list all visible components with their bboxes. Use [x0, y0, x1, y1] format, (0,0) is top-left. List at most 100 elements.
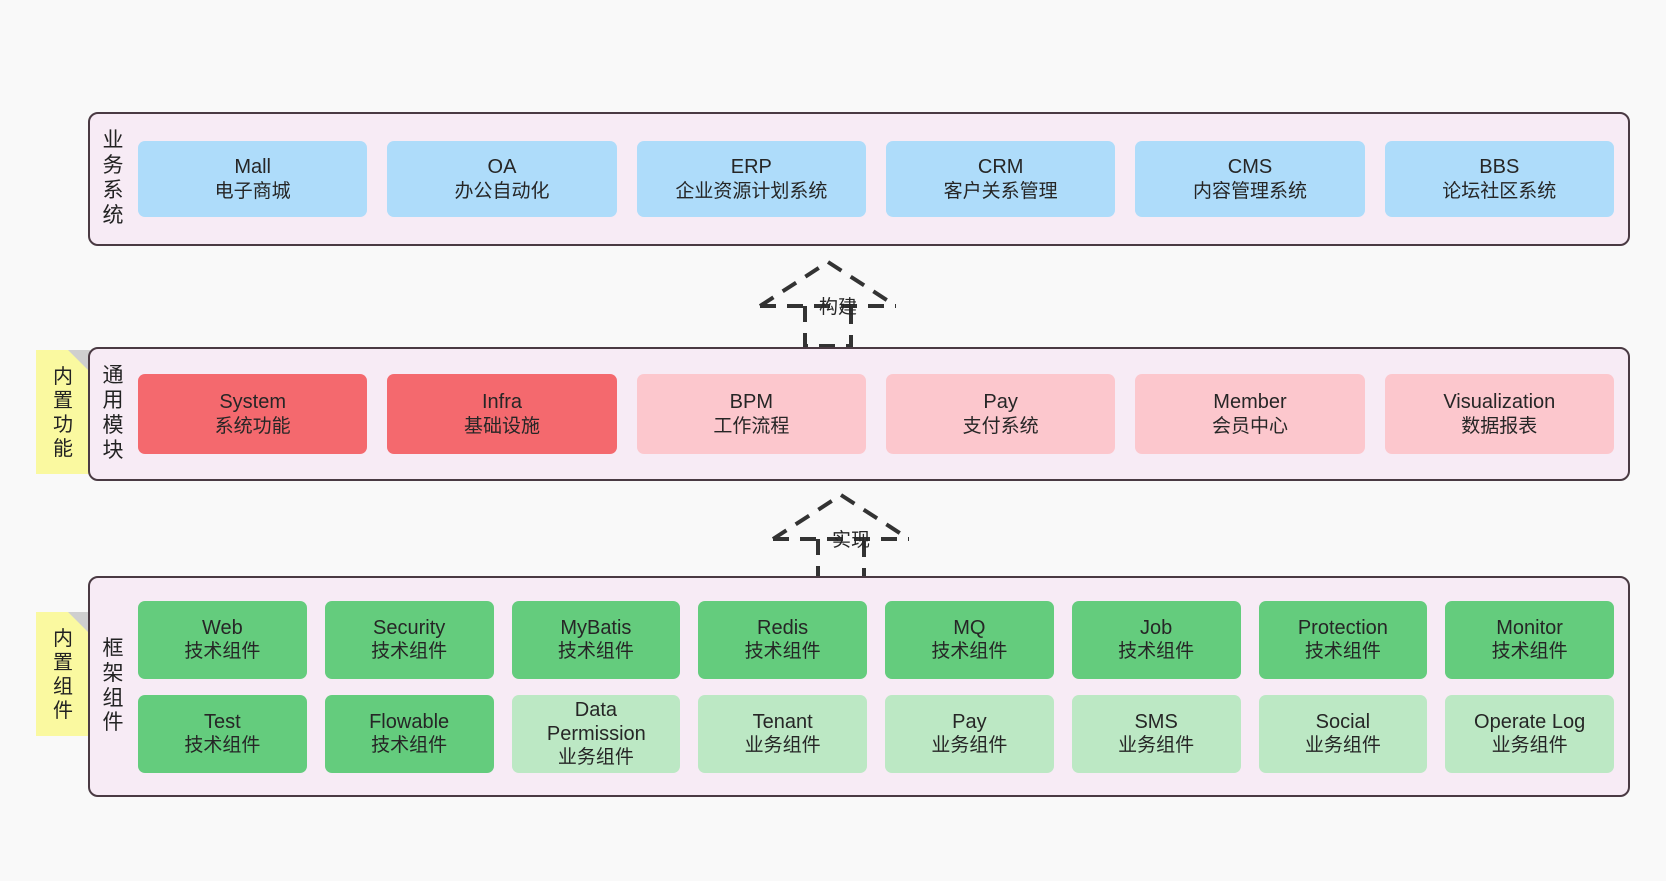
layer-title-char: 框 — [102, 636, 124, 660]
module-card-mall[interactable]: Mall 电子商城 — [138, 141, 368, 217]
card-subtitle: 业务组件 — [557, 747, 634, 769]
card-subtitle: 业务组件 — [1304, 735, 1381, 757]
module-card-bpm[interactable]: BPM 工作流程 — [636, 374, 866, 454]
module-card-system[interactable]: System 系统功能 — [138, 374, 368, 454]
layer-row: Test 技术组件 Flowable 技术组件 Data Permission … — [138, 694, 1614, 773]
layer-body-framework-component: Web 技术组件 Security 技术组件 MyBatis 技术组件 Redi… — [136, 578, 1628, 795]
layer-title-char: 用 — [102, 389, 124, 413]
card-subtitle: 业务组件 — [1491, 735, 1568, 757]
component-card-mq[interactable]: MQ 技术组件 — [885, 600, 1054, 679]
sticky-char: 置 — [53, 390, 73, 412]
card-subtitle: 业务组件 — [931, 735, 1008, 757]
component-card-pay[interactable]: Pay 业务组件 — [885, 694, 1054, 773]
card-subtitle: 技术组件 — [931, 641, 1008, 663]
card-subtitle: 会员中心 — [1211, 415, 1288, 437]
component-card-protection[interactable]: Protection 技术组件 — [1258, 600, 1428, 679]
module-card-infra[interactable]: Infra 基础设施 — [387, 374, 617, 454]
component-card-data-permission[interactable]: Data Permission 业务组件 — [511, 694, 681, 773]
card-subtitle: 技术组件 — [184, 641, 261, 663]
component-card-sms[interactable]: SMS 业务组件 — [1071, 694, 1241, 773]
layer-title-char: 业 — [102, 129, 124, 153]
layer-title-framework-component: 框 架 组 件 — [90, 578, 136, 795]
layer-common-module: 通 用 模 块 System 系统功能 Infra 基础设施 BPM 工作流程 — [88, 347, 1630, 481]
connector-build-arrow — [758, 258, 898, 348]
sticky-char: 件 — [53, 700, 73, 722]
module-card-visualization[interactable]: Visualization 数据报表 — [1384, 374, 1614, 454]
layer-body-common-module: System 系统功能 Infra 基础设施 BPM 工作流程 Pay 支付系统… — [136, 349, 1628, 479]
card-title: Protection — [1297, 616, 1388, 639]
sticky-note-builtin-function: 内 置 功 能 — [36, 350, 90, 474]
card-subtitle: 技术组件 — [371, 641, 448, 663]
card-subtitle: 系统功能 — [214, 415, 291, 437]
layer-title-char: 系 — [102, 179, 124, 202]
component-card-test[interactable]: Test 技术组件 — [138, 694, 307, 773]
card-subtitle: 技术组件 — [184, 735, 261, 757]
card-subtitle: 技术组件 — [1491, 641, 1568, 663]
module-card-oa[interactable]: OA 办公自动化 — [387, 141, 617, 217]
card-title: Social — [1315, 710, 1371, 733]
card-title: BPM — [729, 391, 773, 414]
component-card-monitor[interactable]: Monitor 技术组件 — [1445, 600, 1614, 679]
component-card-social[interactable]: Social 业务组件 — [1258, 694, 1428, 773]
layer-title-common-module: 通 用 模 块 — [90, 349, 136, 479]
card-title: Web — [201, 616, 243, 639]
component-card-job[interactable]: Job 技术组件 — [1071, 600, 1241, 679]
card-title: Mall — [234, 156, 271, 179]
component-card-tenant[interactable]: Tenant 业务组件 — [698, 694, 867, 773]
module-card-erp[interactable]: ERP 企业资源计划系统 — [636, 141, 866, 217]
layer-title-char: 通 — [102, 364, 124, 388]
card-title: Member — [1213, 391, 1287, 414]
card-subtitle: 客户关系管理 — [943, 180, 1058, 202]
component-card-operate-log[interactable]: Operate Log 业务组件 — [1445, 694, 1614, 773]
layer-title-char: 模 — [102, 414, 124, 437]
card-title: Visualization — [1443, 391, 1556, 414]
layer-title-char: 统 — [102, 203, 124, 227]
component-card-mybatis[interactable]: MyBatis 技术组件 — [511, 600, 681, 679]
card-subtitle: 技术组件 — [744, 641, 821, 663]
card-title: Security — [373, 616, 446, 639]
component-card-web[interactable]: Web 技术组件 — [138, 600, 307, 679]
connector-implement-label: 实现 — [832, 530, 871, 551]
card-title: Pay — [952, 710, 987, 733]
card-title: MQ — [953, 616, 986, 639]
card-title: Operate Log — [1474, 710, 1586, 733]
card-title: BBS — [1479, 156, 1520, 179]
module-card-bbs[interactable]: BBS 论坛社区系统 — [1384, 141, 1614, 217]
card-subtitle: 支付系统 — [962, 415, 1039, 437]
card-title: Data Permission — [546, 698, 646, 745]
sticky-char: 组 — [53, 676, 73, 698]
layer-title-char: 件 — [102, 711, 124, 735]
component-card-flowable[interactable]: Flowable 技术组件 — [324, 694, 494, 773]
card-title: MyBatis — [560, 616, 632, 639]
sticky-char: 置 — [53, 652, 73, 674]
card-subtitle: 基础设施 — [463, 415, 540, 437]
card-title: Pay — [983, 391, 1018, 414]
layer-row: System 系统功能 Infra 基础设施 BPM 工作流程 Pay 支付系统… — [138, 374, 1614, 454]
module-card-cms[interactable]: CMS 内容管理系统 — [1135, 141, 1365, 217]
card-subtitle: 电子商城 — [214, 180, 291, 202]
card-title: ERP — [730, 156, 772, 179]
layer-title-char: 架 — [102, 661, 124, 685]
layer-title-char: 务 — [102, 154, 124, 178]
card-subtitle: 工作流程 — [713, 415, 790, 437]
card-title: Redis — [757, 616, 809, 639]
component-card-security[interactable]: Security 技术组件 — [324, 600, 494, 679]
component-card-redis[interactable]: Redis 技术组件 — [698, 600, 867, 679]
card-title: CRM — [977, 156, 1024, 179]
layer-body-business-system: Mall 电子商城 OA 办公自动化 ERP 企业资源计划系统 CRM 客户关系… — [136, 114, 1628, 244]
layer-title-business-system: 业 务 系 统 — [90, 114, 136, 244]
card-title: SMS — [1134, 710, 1178, 733]
card-title: OA — [487, 156, 517, 179]
layer-business-system: 业 务 系 统 Mall 电子商城 OA 办公自动化 ERP 企业资源计划系统 — [88, 112, 1630, 246]
card-subtitle: 企业资源计划系统 — [675, 180, 828, 202]
sticky-fold-corner — [68, 612, 90, 634]
layer-title-char: 块 — [102, 438, 124, 462]
card-title: Test — [204, 710, 241, 733]
module-card-member[interactable]: Member 会员中心 — [1135, 374, 1365, 454]
sticky-char: 功 — [53, 414, 73, 436]
card-subtitle: 技术组件 — [371, 735, 448, 757]
module-card-pay[interactable]: Pay 支付系统 — [885, 374, 1116, 454]
card-title: CMS — [1227, 156, 1273, 179]
module-card-crm[interactable]: CRM 客户关系管理 — [885, 141, 1116, 217]
card-title: Flowable — [369, 710, 450, 733]
